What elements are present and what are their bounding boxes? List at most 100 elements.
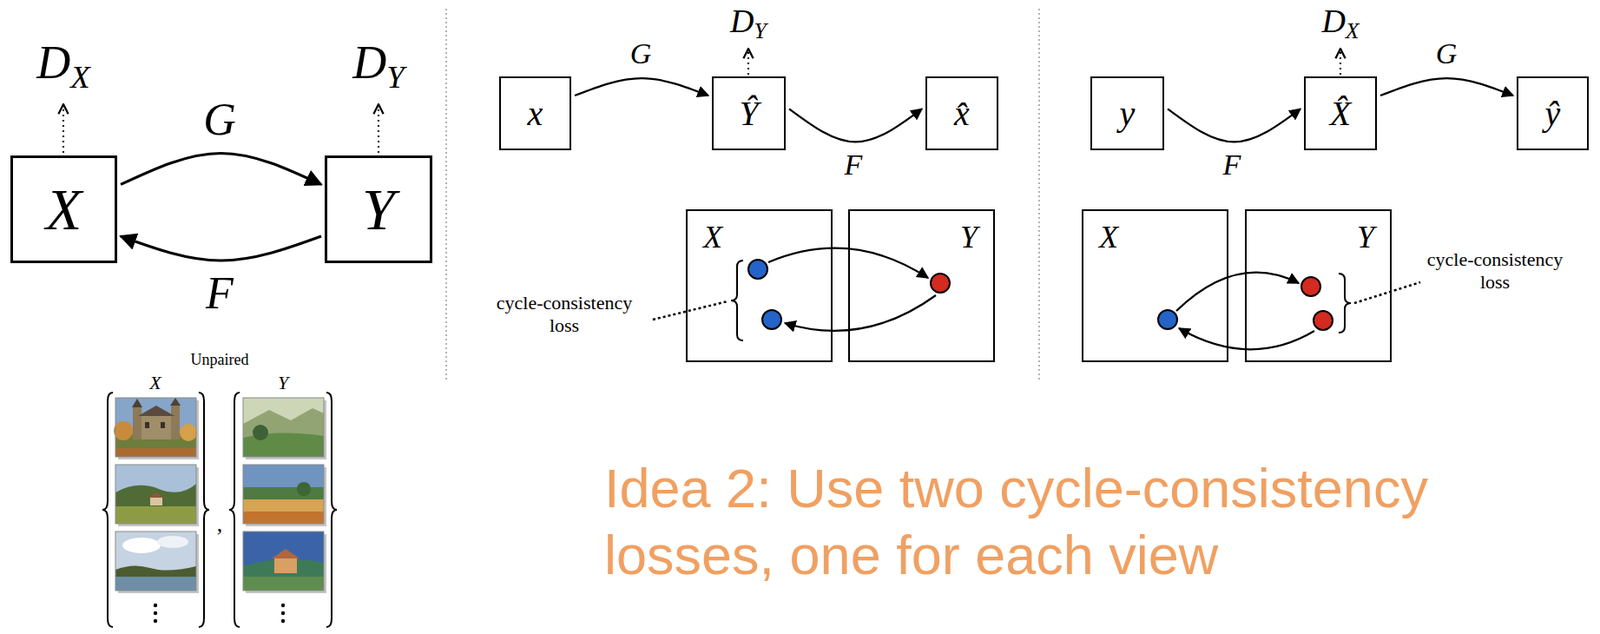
photo-thumbnail	[115, 506, 197, 524]
panel-separator	[446, 8, 1040, 382]
mapping-arrow	[1167, 108, 1301, 142]
painting-thumbnail	[243, 576, 324, 591]
discriminator-pointer	[1339, 48, 1342, 75]
photo-thumbnail	[115, 576, 197, 591]
curly-brace	[1338, 273, 1351, 333]
mapping-arrow	[120, 152, 322, 185]
panel-separator	[1038, 8, 1041, 382]
set-heading: X	[149, 373, 161, 393]
discriminator-label: DY	[730, 4, 767, 44]
set-brace	[102, 392, 337, 627]
painting-thumbnail	[243, 397, 324, 457]
cycle-arrow	[768, 248, 1315, 350]
photo-thumbnail	[144, 421, 150, 428]
photo-thumbnail	[171, 404, 180, 440]
painting-thumbnail	[243, 397, 327, 460]
node-text: Y	[1356, 221, 1375, 253]
node-text: y	[1119, 96, 1136, 132]
node-text: Y	[362, 179, 396, 239]
domain-box: Y	[324, 155, 433, 264]
photo-thumbnail	[138, 405, 175, 416]
mapping-label: F	[1223, 150, 1242, 180]
set-brace	[326, 392, 337, 627]
node-text: Ŷ	[738, 96, 758, 132]
cycle-arrow	[784, 295, 936, 331]
photo-thumbnail	[157, 535, 189, 548]
photo-thumbnail	[115, 464, 197, 524]
sample-dot	[930, 273, 950, 293]
domain-space-box: Y	[848, 209, 995, 363]
slide-statement: Idea 2: Use two cycle-consistency losses…	[604, 454, 1482, 589]
curly-brace	[730, 260, 744, 341]
leader-line	[652, 282, 1421, 320]
discriminator-pointer	[63, 48, 1341, 153]
set-caption: Unpaired	[190, 351, 250, 368]
loss-label: cycle-consistency loss	[1419, 248, 1572, 295]
sample-dot	[1158, 309, 1178, 330]
leader-line	[652, 301, 728, 320]
sample-box: y	[1090, 76, 1165, 151]
painting-thumbnail	[252, 424, 269, 441]
photo-thumbnail	[115, 531, 197, 591]
photo-thumbnail	[115, 447, 197, 457]
node-text: x̂	[954, 96, 970, 132]
set-brace	[198, 392, 210, 627]
painting-thumbnail	[243, 464, 324, 524]
photo-thumbnail	[138, 414, 175, 440]
photo-thumbnail	[115, 464, 199, 527]
painting-thumbnail	[243, 511, 324, 524]
set-heading: Y	[277, 373, 289, 393]
set-brace	[229, 392, 240, 627]
painting-thumbnail	[271, 548, 300, 559]
discriminator-label: DX	[36, 39, 90, 94]
photo-thumbnail	[115, 531, 199, 593]
set-brace	[102, 392, 113, 627]
cycle-arrow	[1176, 272, 1299, 311]
mapping-arrow	[574, 78, 709, 96]
painting-thumbnail	[243, 531, 324, 591]
node-text: x	[527, 96, 544, 132]
set-separator: ,	[217, 513, 224, 536]
continuation-dots	[153, 618, 158, 623]
node-text: Y	[960, 221, 978, 253]
sample-dot	[762, 309, 782, 330]
continuation-dots	[153, 603, 158, 607]
node-text: X	[46, 179, 83, 239]
photo-thumbnail	[170, 397, 181, 406]
photo-thumbnail	[113, 421, 133, 441]
painting-thumbnail	[243, 464, 327, 527]
mapping-label: F	[205, 270, 234, 317]
sample-box: x	[499, 76, 572, 151]
cycle-arrow	[1178, 328, 1315, 349]
mapping-arrow	[120, 236, 322, 261]
photo-thumbnail	[115, 483, 197, 524]
mapping-label: G	[1435, 39, 1458, 69]
sample-dot	[1301, 276, 1321, 297]
painting-thumbnail	[243, 487, 324, 500]
painting-thumbnail	[243, 397, 324, 457]
photo-thumbnail	[179, 423, 198, 442]
mapping-arrow	[789, 108, 922, 142]
photo-thumbnail	[115, 464, 197, 524]
photo-thumbnail	[150, 497, 163, 506]
painting-thumbnail	[274, 557, 297, 573]
photo-thumbnail	[148, 492, 165, 498]
sample-box: X̂	[1303, 76, 1377, 151]
mapping-arrow	[1380, 78, 1514, 96]
continuation-dots	[153, 603, 285, 623]
domain-space-box: X	[1081, 209, 1229, 363]
discriminator-pointer	[377, 104, 380, 153]
photo-thumbnail	[132, 406, 142, 440]
sample-box: x̂	[925, 76, 999, 151]
photo-thumbnail	[131, 398, 143, 408]
leader-line	[1354, 282, 1421, 303]
mapping-label: F	[844, 150, 863, 180]
photo-thumbnail	[113, 397, 199, 460]
node-text: X	[1099, 221, 1119, 253]
painting-thumbnail	[243, 499, 324, 512]
domain-box: X	[10, 155, 118, 264]
painting-thumbnail	[243, 408, 324, 457]
painting-thumbnail	[243, 531, 324, 591]
photo-thumbnail	[115, 531, 197, 591]
